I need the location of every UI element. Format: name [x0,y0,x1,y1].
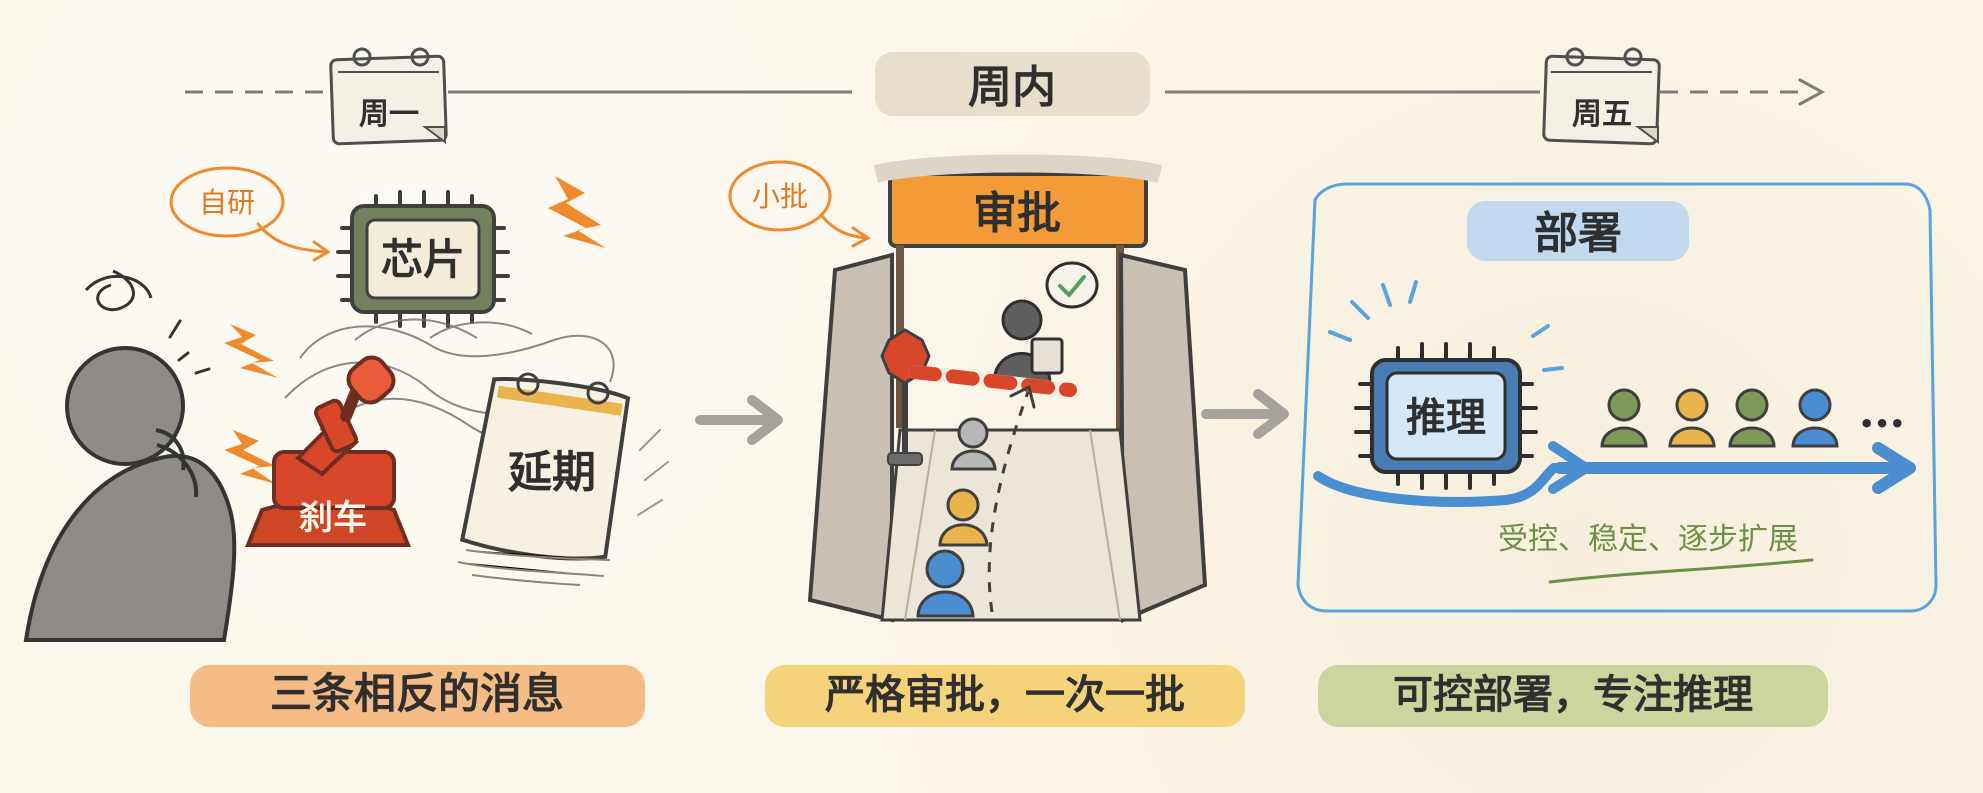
stop-barrier-icon [880,328,1077,466]
queue-path-icon [987,391,1030,613]
stage-3-title-bg [1467,201,1689,261]
queue-person-icon-2 [938,488,989,547]
flow-arrow-lower [1313,463,1578,507]
check-icon [1058,275,1086,297]
self-developed-note: 自研 [199,186,255,219]
self-developed-note-bubble [169,166,285,238]
queue-person-icon-1 [950,417,997,471]
user-icon-1 [1600,388,1648,448]
approval-gate-label: 审批 [973,188,1061,239]
timeline-middle-label: 周内 [968,62,1056,113]
alert-zigzag-icons [224,176,606,484]
inference-chip-icon: 推理 [1354,342,1538,490]
timeline-middle-label-bg [875,52,1150,116]
calendar-start-label: 周一 [359,97,419,132]
stage-3-caption: 可控部署，专注推理 [1393,672,1753,718]
delay-calendar-icon: 延期 [457,372,669,586]
brake-lever-icon: 刹车 [245,355,411,547]
stage-3: 部署 [1296,182,1938,727]
approval-gate-icon: 审批 [807,154,1208,624]
more-users-indicator: ••• [1859,410,1905,438]
delay-label: 延期 [508,447,596,498]
user-icon-4 [1791,388,1839,448]
stage-3-title: 部署 [1534,208,1622,259]
deployment-frame [1296,182,1938,613]
calendar-end-icon: 周五 [1542,47,1661,146]
stage-3-caption-bg [1318,665,1828,727]
stage-2-caption-bg [765,665,1245,727]
user-icon-2 [1668,388,1716,448]
small-batch-note: 小批 [752,180,808,213]
note-arrow-icon [256,222,328,254]
calendar-end-label: 周五 [1572,97,1632,132]
stage-1-caption: 三条相反的消息 [270,669,564,718]
stage-1: 自研 [23,166,669,727]
stage-2: 小批 审批 [728,154,1245,727]
timeline-arrow-icon [1798,78,1826,106]
brake-label: 刹车 [299,498,367,538]
confused-person-icon [23,269,237,642]
approver-icon [992,261,1099,384]
stage-1-caption-bg [190,665,645,727]
speech-bubble-icon [1045,261,1099,309]
stage-2-caption: 严格审批，一次一批 [825,672,1185,718]
chip-label: 芯片 [381,235,465,284]
small-batch-note-bubble [728,160,832,232]
stage-arrows [695,389,1289,445]
inference-chip-glow-icon [1328,280,1564,372]
stage-3-subtitle-underline [1548,558,1814,584]
inference-chip-label: 推理 [1406,395,1486,441]
user-icon-3 [1728,388,1776,448]
queue-person-icon-3 [916,549,975,618]
calendar-start-icon: 周一 [329,47,448,146]
chip-icon: 芯片 [336,190,510,328]
stage-3-subtitle: 受控、稳定、逐步扩展 [1498,522,1798,557]
timeline: 周内 周一 周五 [185,47,1826,146]
